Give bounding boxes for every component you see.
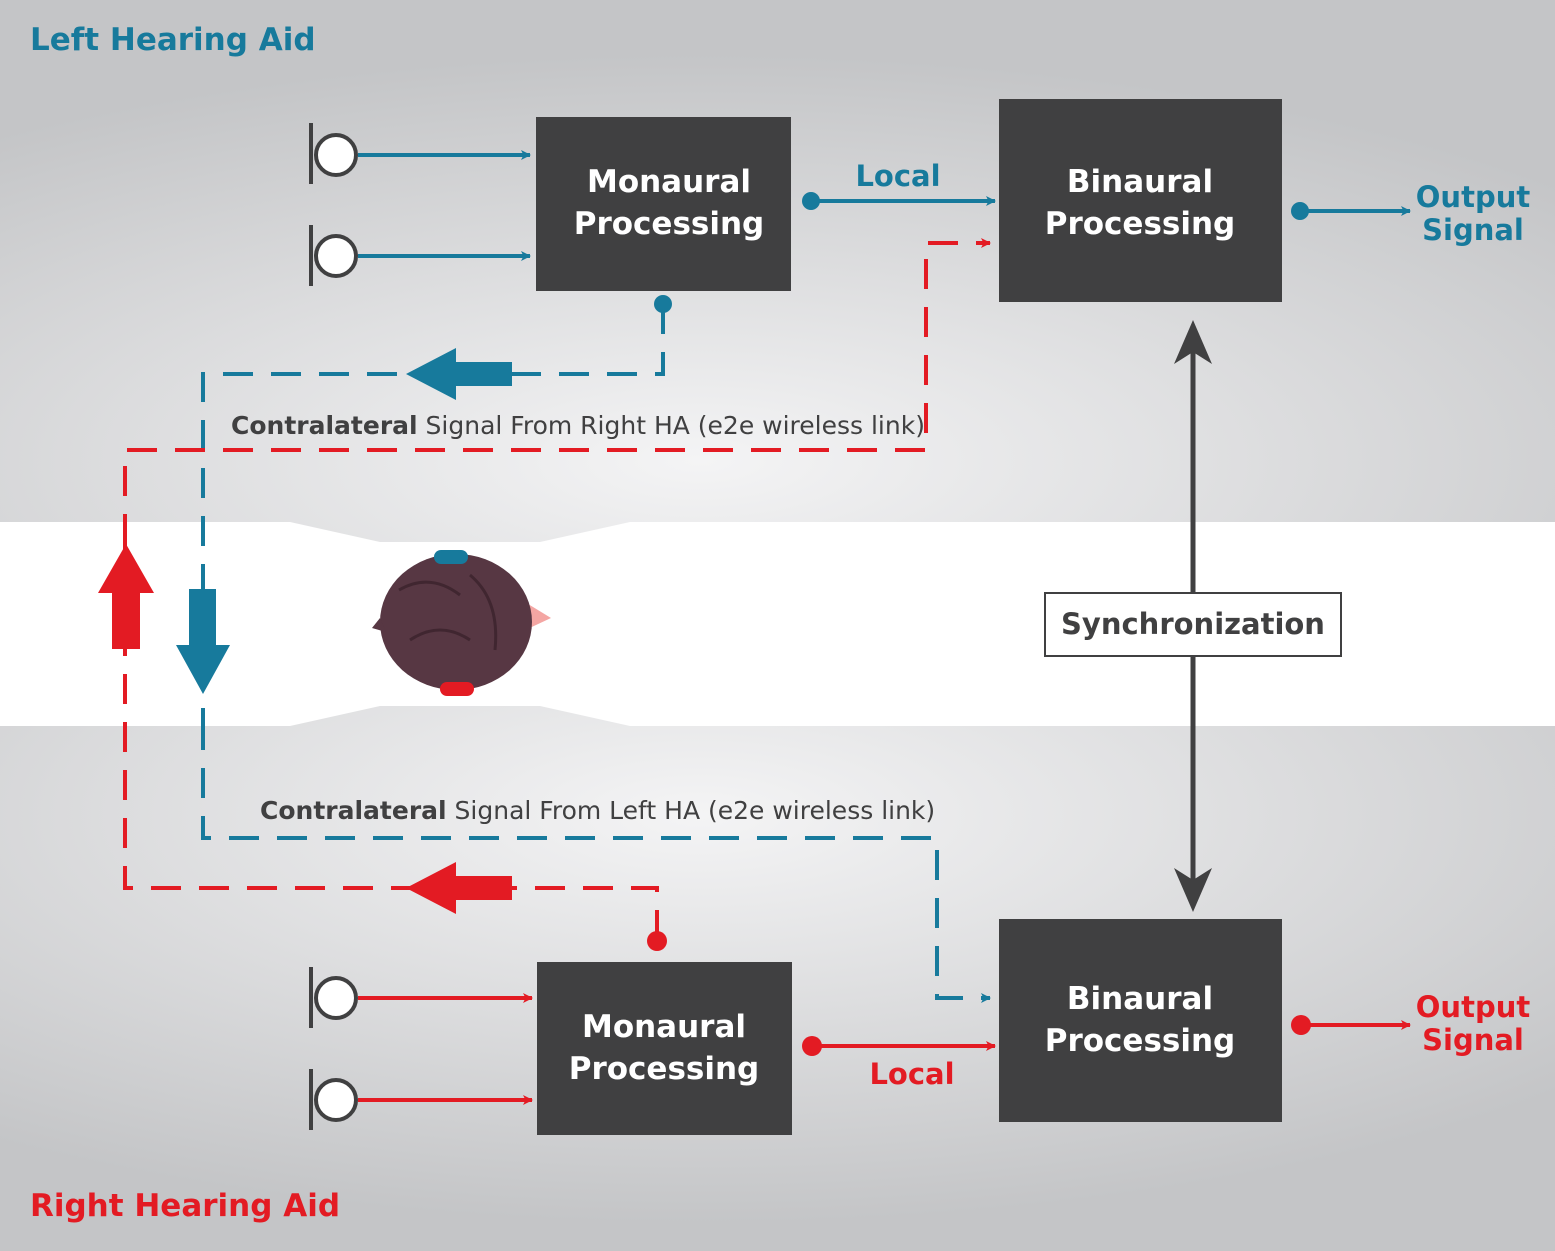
left-aid-title: Left Hearing Aid xyxy=(30,22,316,58)
red-block-arrow-up xyxy=(98,544,154,649)
right-monaural-processing-box xyxy=(537,962,792,1135)
right-monaural-label: Processing xyxy=(569,1051,760,1087)
right-aid-title: Right Hearing Aid xyxy=(30,1188,340,1224)
contralateral-rest: Signal From Right HA (e2e wireless link) xyxy=(418,411,925,440)
head-top-view-icon xyxy=(372,550,551,696)
left-local-label: Local xyxy=(855,159,940,193)
left-binaural-label: Binaural xyxy=(1067,164,1213,200)
left-binaural-processing-box xyxy=(999,99,1282,302)
left-hearing-aid-device xyxy=(434,550,468,564)
blue-block-arrow-left xyxy=(406,348,512,400)
sync-arrowhead-down xyxy=(1174,868,1212,912)
contralateral-rest: Signal From Left HA (e2e wireless link) xyxy=(447,796,936,825)
right-binaural-label: Binaural xyxy=(1067,981,1213,1017)
contralateral-bold: Contralateral xyxy=(231,411,418,440)
microphone-icon xyxy=(309,225,358,286)
synchronization-label: Synchronization xyxy=(1061,607,1325,641)
right-binaural-label: Processing xyxy=(1045,1023,1236,1059)
microphone-icon xyxy=(309,1069,358,1130)
left-monaural-label: Processing xyxy=(574,206,765,242)
right-link-origin-dot xyxy=(647,931,667,951)
left-contralateral-caption: Contralateral Signal From Right HA (e2e … xyxy=(231,411,925,440)
right-monaural-label: Monaural xyxy=(582,1009,746,1045)
left-output-label: Signal xyxy=(1422,213,1524,247)
right-to-left-wireless-link xyxy=(123,238,991,940)
sync-arrowhead-up xyxy=(1174,320,1212,364)
right-output-label: Output xyxy=(1416,990,1531,1024)
blue-block-arrow-down xyxy=(176,589,230,694)
right-contralateral-caption: Contralateral Signal From Left HA (e2e w… xyxy=(260,796,935,825)
synchronization-box xyxy=(1044,592,1342,657)
left-binaural-label: Processing xyxy=(1045,206,1236,242)
left-monaural-label: Monaural xyxy=(587,164,751,200)
synchronization-link xyxy=(1174,320,1212,912)
left-monaural-processing-box xyxy=(536,117,791,291)
right-local-label: Local xyxy=(869,1057,954,1091)
right-output-label: Signal xyxy=(1422,1023,1524,1057)
red-block-arrow-left xyxy=(406,862,512,914)
microphone-icon xyxy=(309,123,358,184)
right-binaural-processing-box xyxy=(999,919,1282,1122)
left-output-label: Output xyxy=(1416,180,1531,214)
contralateral-bold: Contralateral xyxy=(260,796,447,825)
microphone-icon xyxy=(309,967,358,1028)
right-hearing-aid-device xyxy=(440,682,474,696)
